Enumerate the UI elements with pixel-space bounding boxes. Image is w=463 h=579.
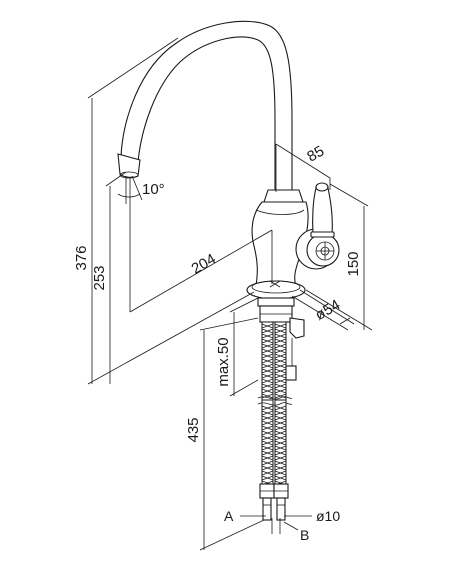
hose-braid-line [274, 420, 287, 426]
hose-braid-line [261, 425, 274, 431]
hose-braid-line [261, 440, 274, 446]
hose-braid-line [274, 465, 287, 471]
hose-a-upper [261, 321, 274, 403]
hose-braid-line [274, 333, 287, 339]
hose-braid-line [261, 368, 274, 374]
hose-braid-line [274, 363, 287, 369]
dim-handle-depth: 85 [304, 143, 327, 166]
hose-braid-line [261, 430, 274, 436]
hose-braid-line [261, 410, 274, 416]
hose-braid-line [274, 405, 287, 411]
spout-arc [120, 20, 293, 193]
hose-braid-line [274, 470, 287, 476]
hose-braid-line [274, 455, 287, 461]
dim-spout-height: 253 [91, 265, 108, 290]
dimension-lines [87, 37, 373, 551]
lever-handle [312, 187, 333, 235]
spout-collar [263, 189, 304, 203]
hose-braid-line [261, 328, 274, 334]
hose-braid-line [274, 425, 287, 431]
hose-braid-line [261, 445, 274, 451]
hose-braid-line [261, 323, 274, 329]
nozzle-outlet [119, 171, 139, 179]
hose-braid-line [261, 348, 274, 354]
dim-hose-thread: ø10 [316, 508, 340, 524]
hose-braid-line [274, 383, 287, 389]
hose-braid-line [274, 338, 287, 344]
hose-braid-line [261, 415, 274, 421]
hose-braid-line [274, 358, 287, 364]
hose-braid-line [274, 415, 287, 421]
hose-b-upper [274, 321, 287, 403]
hose-braid-line [261, 363, 274, 369]
hose-braid-line [274, 450, 287, 456]
hose-braid-line [274, 445, 287, 451]
hose-braid-line [261, 343, 274, 349]
hose-braid-line [274, 475, 287, 481]
hose-braid-line [274, 430, 287, 436]
under-deck-assembly [257, 297, 305, 521]
hose-braid-line [261, 450, 274, 456]
dim-deck-thickness: max.50 [215, 337, 232, 386]
label-connection-b: B [300, 527, 309, 543]
dim-spout-angle: 10° [142, 181, 165, 198]
hose-braid-line [261, 470, 274, 476]
hose-braid-line [274, 435, 287, 441]
handle-tip [315, 182, 329, 192]
hose-braid-line [274, 410, 287, 416]
hose-braid-line [261, 455, 274, 461]
hose-braid-line [261, 465, 274, 471]
hose-braid-line [274, 353, 287, 359]
hose-braid-line [261, 388, 274, 394]
hose-braid-line [261, 358, 274, 364]
hose-braid-line [274, 378, 287, 384]
hose-braid-line [261, 393, 274, 399]
hose-braid-line [274, 348, 287, 354]
hose-braid-line [261, 373, 274, 379]
hose-braid-line [274, 460, 287, 466]
hose-braid-line [274, 328, 287, 334]
hose-braid-line [274, 393, 287, 399]
hose-braid-line [274, 388, 287, 394]
dim-hose-length: 435 [185, 417, 202, 442]
hose-braid-line [261, 460, 274, 466]
hose-braid-line [261, 378, 274, 384]
hose-braid-line [261, 338, 274, 344]
hose-braid-line [261, 405, 274, 411]
hose-braid-line [274, 440, 287, 446]
label-connection-a: A [224, 508, 234, 524]
hose-braid-line [261, 435, 274, 441]
dim-total-height: 376 [73, 245, 90, 270]
hose-braid-line [261, 333, 274, 339]
hose-braid-line [261, 475, 274, 481]
hose-braid-line [261, 353, 274, 359]
hose-braid-line [274, 373, 287, 379]
hose-braid-line [261, 383, 274, 389]
hose-braid-line [274, 343, 287, 349]
dim-body-height: 150 [345, 251, 362, 276]
hose-braid-line [274, 368, 287, 374]
hose-braid-line [274, 323, 287, 329]
dim-spout-reach: 204 [189, 250, 219, 277]
hose-braid-line [261, 420, 274, 426]
faucet-outline [117, 20, 340, 300]
